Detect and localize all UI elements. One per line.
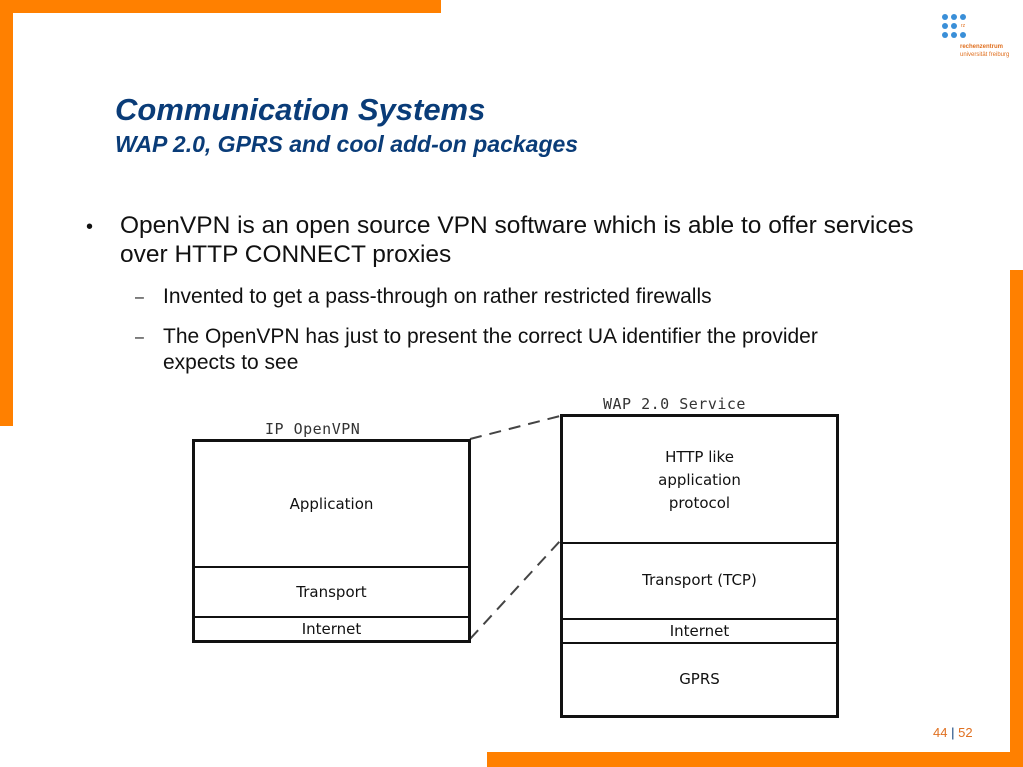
bullet-marker: • <box>86 216 94 238</box>
layer-internet: Internet <box>669 621 730 640</box>
right-accent-bar <box>1010 270 1023 767</box>
ip-openvpn-stack: Application Transport Internet <box>192 439 471 643</box>
layer-divider <box>563 618 836 620</box>
logo-text-line2: universität freiburg <box>960 52 1010 58</box>
wap-service-stack: HTTP like application protocol Transport… <box>560 414 839 718</box>
left-stack-title: IP OpenVPN <box>265 420 361 438</box>
sub-bullet-marker: – <box>135 329 144 346</box>
layer-internet: Internet <box>301 619 362 638</box>
university-logo: rz <box>938 12 1008 64</box>
bottom-accent-bar <box>487 752 1023 767</box>
slide-subtitle: WAP 2.0, GPRS and cool add-on packages <box>115 131 579 157</box>
layer-application: Application <box>289 494 374 513</box>
sub-bullet-item: The OpenVPN has just to present the corr… <box>163 325 818 374</box>
layer-divider <box>563 642 836 644</box>
layer-http-like-protocol: HTTP like application protocol <box>658 447 741 512</box>
right-stack-title: WAP 2.0 Service <box>603 395 746 413</box>
sub-bullet-item: Invented to get a pass-through on rather… <box>163 285 712 308</box>
layer-divider <box>195 616 468 618</box>
layer-gprs: GPRS <box>679 669 720 688</box>
top-accent-bar <box>0 0 441 13</box>
page-separator: | <box>951 725 955 740</box>
bullet-main: OpenVPN is an open source VPN software w… <box>120 212 914 268</box>
left-accent-bar <box>0 0 13 426</box>
sub-bullet-marker: – <box>135 289 144 306</box>
layer-transport: Transport <box>296 582 367 601</box>
layer-transport-tcp: Transport (TCP) <box>642 570 757 589</box>
page-counter: 44 | 52 <box>933 725 973 740</box>
layer-divider <box>563 542 836 544</box>
slide-title: Communication Systems <box>115 92 486 127</box>
logo-mark: rz <box>961 23 966 29</box>
layer-divider <box>195 566 468 568</box>
page-total: 52 <box>958 725 973 740</box>
logo-text-line1: rechenzentrum <box>960 44 1004 50</box>
page-current: 44 <box>933 725 948 740</box>
